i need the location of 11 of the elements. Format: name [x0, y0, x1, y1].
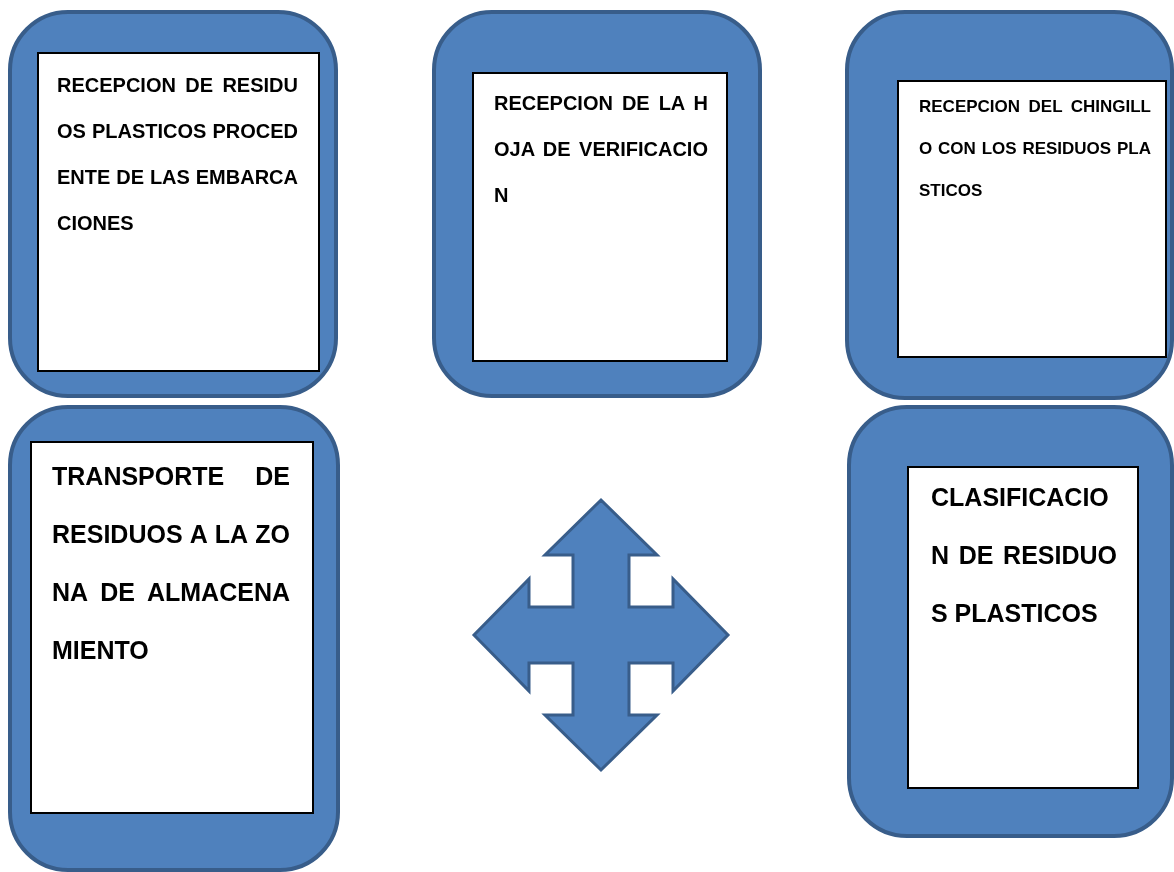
step-text-panel: TRANSPORTE DE RESIDUOS A LA ZONA DE ALMACENAMIENTO — [30, 441, 314, 814]
step-text-panel: RECEPCION DEL CHINGILLO CON LOS RESIDUOS PLASTICOS — [897, 80, 1167, 358]
step-text-panel: RECEPCION DE LA HOJA DE VERIFICACION — [472, 72, 728, 362]
process-card — [432, 10, 762, 398]
four-way-arrow-icon — [471, 497, 731, 773]
step-text-panel: RECEPCION DE RESIDUOS PLASTICOS PROCEDENTE DE LAS EMBARCACIONES — [37, 52, 320, 372]
process-card — [8, 405, 340, 872]
process-card — [847, 405, 1174, 838]
step-text-panel: CLASIFICACION DE RESIDUOS PLASTICOS — [907, 466, 1139, 789]
process-card — [8, 10, 338, 398]
process-card — [845, 10, 1174, 400]
